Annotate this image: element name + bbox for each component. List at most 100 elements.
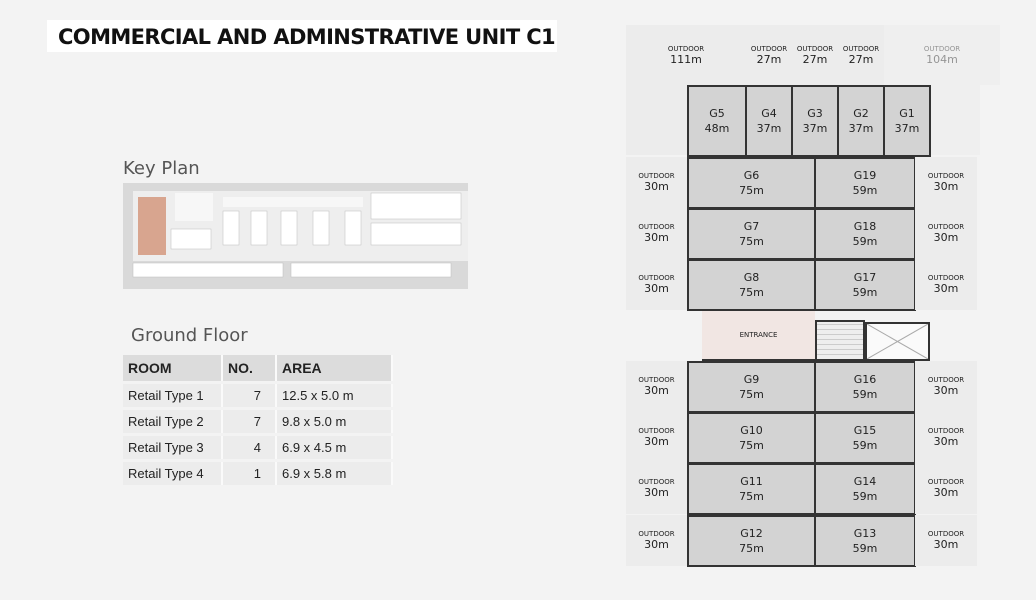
shaft	[865, 322, 930, 361]
cell-label: OUTDOOR	[927, 376, 965, 384]
cell-label: G9	[743, 373, 760, 386]
cell-area: 27m	[756, 52, 782, 66]
cell-area: 30m	[933, 486, 959, 499]
area-cell: 6.9 x 5.8 m	[277, 462, 393, 485]
cell-label: G4	[761, 107, 777, 120]
cell-label: G11	[740, 475, 763, 488]
cell-label: G15	[853, 424, 877, 437]
cell-area: 30m	[644, 538, 669, 551]
ground-floor-heading: Ground Floor	[131, 325, 248, 346]
cell-area: 30m	[933, 282, 959, 295]
cell-area: 59m	[852, 388, 878, 401]
cell-label: OUTDOOR	[842, 44, 880, 53]
cell-area: 30m	[933, 231, 959, 244]
cell-area: 27m	[848, 52, 874, 66]
room-cell: Retail Type 1	[123, 384, 223, 407]
cell-area: 75m	[739, 439, 764, 452]
cell-label: OUTDOOR	[927, 172, 965, 180]
cell-area: 59m	[852, 184, 878, 197]
cell-label: G8	[743, 271, 760, 284]
cell-area: 75m	[739, 235, 764, 248]
cell-label: OUTDOOR	[638, 376, 675, 384]
cell-label: OUTDOOR	[927, 530, 965, 538]
cell-label: OUTDOOR	[667, 44, 705, 53]
cell-label: OUTDOOR	[638, 530, 675, 538]
cell-area: 37m	[848, 122, 874, 135]
cell-label: OUTDOOR	[927, 223, 965, 231]
cell-label: G12	[740, 527, 763, 540]
cell-area: 37m	[756, 122, 782, 135]
cell-label: OUTDOOR	[923, 44, 961, 53]
cell-area: 30m	[644, 384, 669, 397]
area-cell: 6.9 x 4.5 m	[277, 436, 393, 459]
cell-area: 75m	[739, 542, 764, 555]
count-cell: 1	[223, 462, 277, 485]
cell-area: 75m	[739, 388, 764, 401]
cell-label: G2	[853, 107, 869, 120]
outdoor-area	[930, 85, 980, 155]
area-cell: 9.8 x 5.0 m	[277, 410, 393, 433]
cell-area: 104m	[926, 52, 958, 66]
cell-label: G5	[709, 107, 725, 120]
cell-area: 111m	[670, 52, 702, 66]
page-title: COMMERCIAL AND ADMINSTRATIVE UNIT C1	[47, 20, 557, 52]
cell-label: OUTDOOR	[638, 427, 675, 435]
cell-label: G19	[853, 169, 877, 182]
cell-area: 59m	[852, 490, 878, 503]
cell-label: G6	[743, 169, 760, 182]
cell-label: OUTDOOR	[927, 427, 965, 435]
room-cell: Retail Type 2	[123, 410, 223, 433]
cell-area: 59m	[852, 542, 878, 555]
cell-label: OUTDOOR	[638, 478, 675, 486]
cell-area: 37m	[894, 122, 920, 135]
count-cell: 7	[223, 384, 277, 407]
cell-area: 75m	[739, 184, 764, 197]
cell-label: G13	[853, 527, 877, 540]
area-cell: 12.5 x 5.0 m	[277, 384, 393, 407]
count-cell: 7	[223, 410, 277, 433]
cell-area: 30m	[933, 180, 959, 193]
cell-label: OUTDOOR	[796, 44, 834, 53]
cell-area: 59m	[852, 439, 878, 452]
cell-label: OUTDOOR	[927, 478, 965, 486]
col-no: NO.	[223, 355, 277, 381]
cell-label: OUTDOOR	[638, 223, 675, 231]
cell-area: 30m	[933, 384, 959, 397]
cell-label: G17	[853, 271, 877, 284]
key-plan-heading: Key Plan	[123, 158, 200, 179]
table-header: ROOM NO. AREA	[123, 355, 393, 381]
cell-area: 48m	[704, 122, 730, 135]
